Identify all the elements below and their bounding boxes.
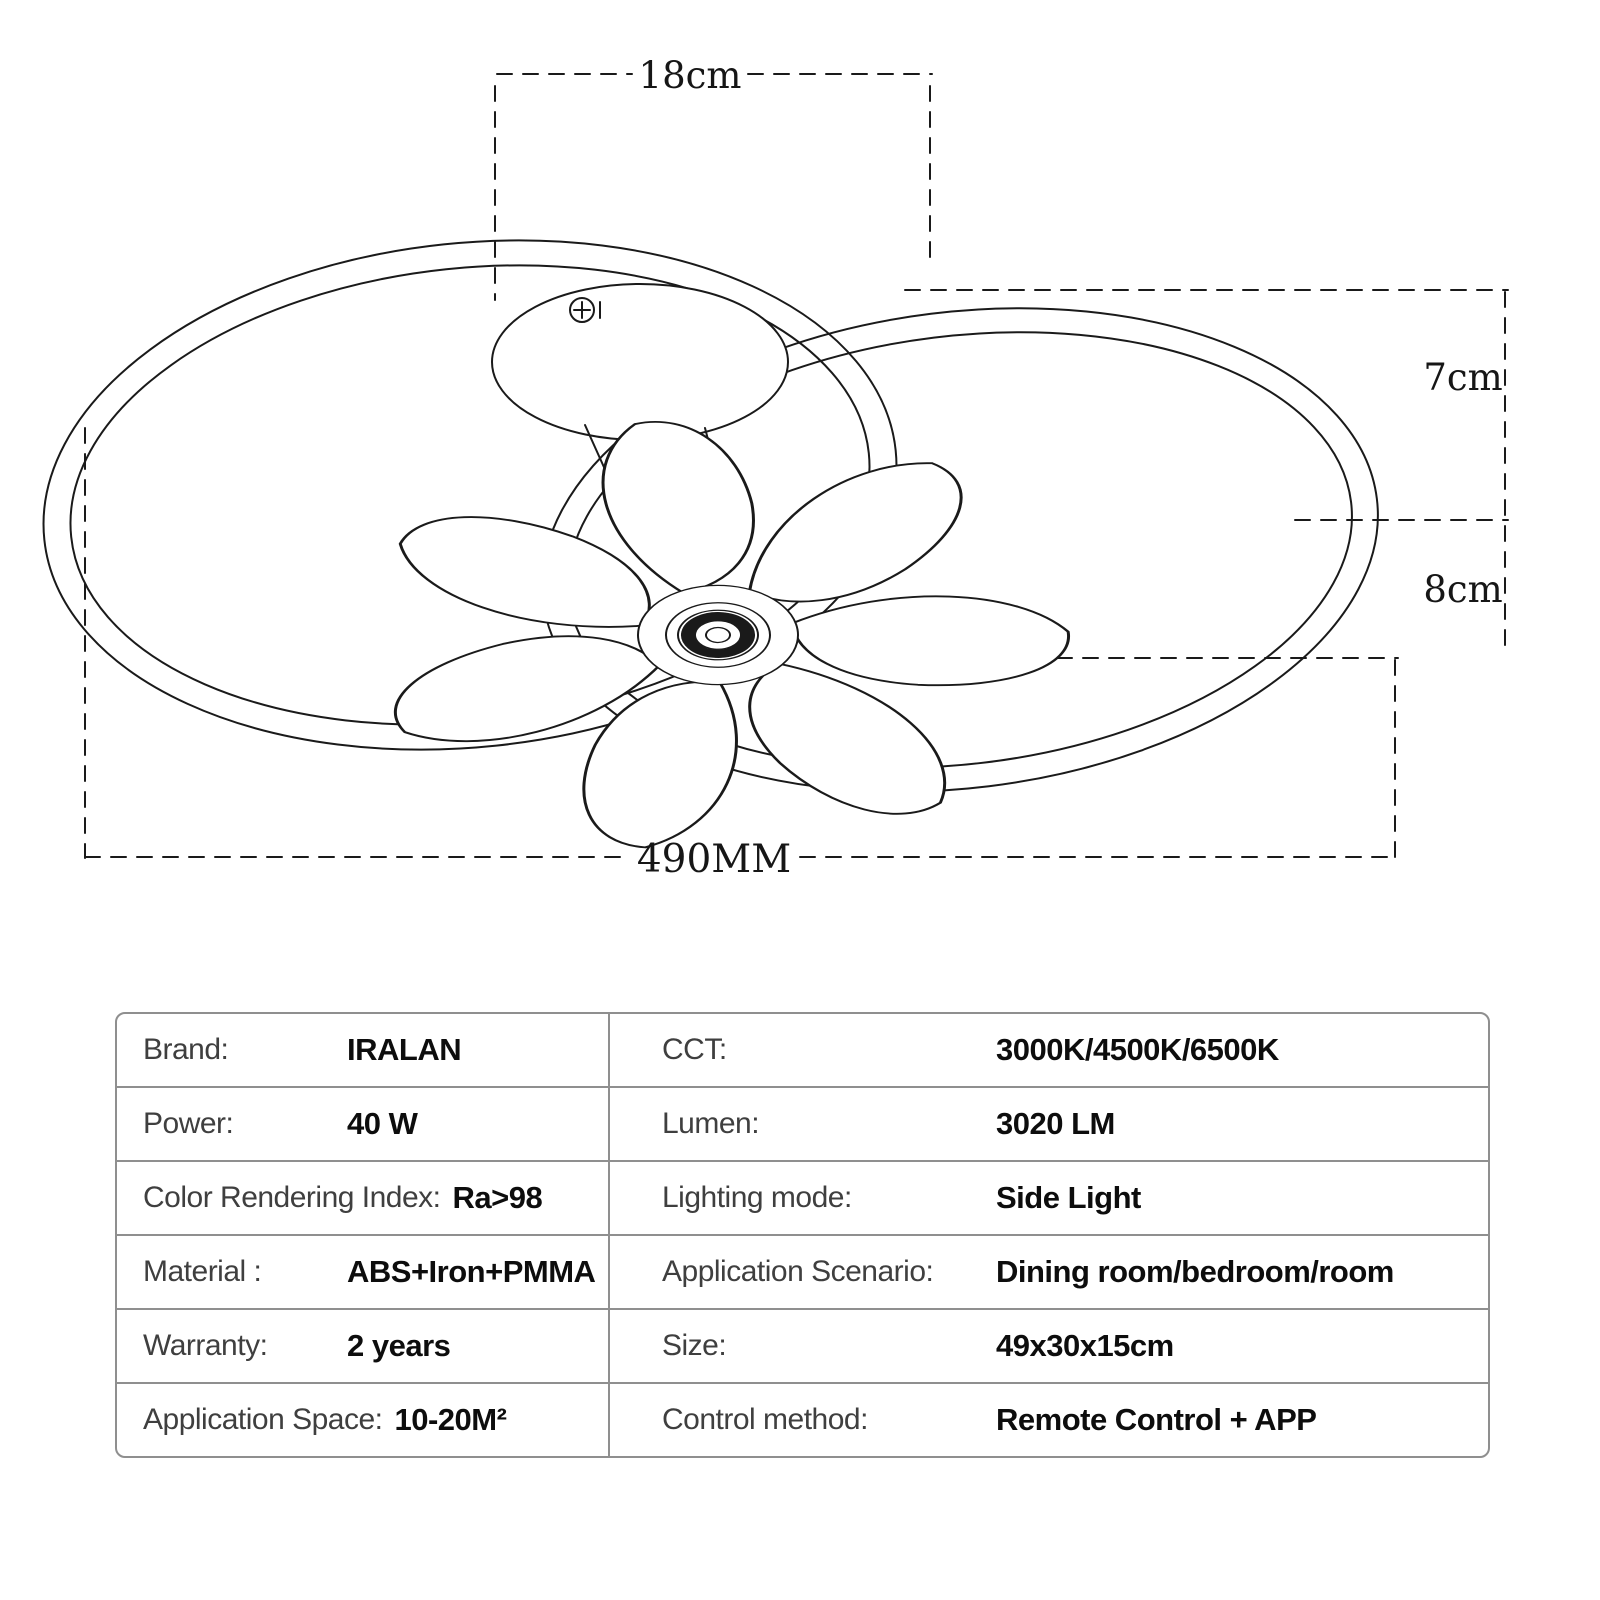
dimension-ring-height-label: 7cm xyxy=(1423,356,1502,399)
spec-value: 3020 LM xyxy=(996,1106,1115,1141)
spec-label: Control method: xyxy=(662,1403,868,1436)
spec-cell-brand: Brand: IRALAN xyxy=(117,1014,610,1086)
dimension-top-width-label: 18cm xyxy=(639,54,742,97)
spec-cell-application-space: Application Space: 10-20M² xyxy=(117,1384,610,1456)
fan-blades xyxy=(393,420,1070,849)
table-row: Brand: IRALAN CCT: 3000K/4500K/6500K xyxy=(117,1014,1488,1086)
spec-label: Application Space: xyxy=(143,1403,383,1436)
spec-label: Warranty: xyxy=(143,1329,268,1362)
spec-cell-cct: CCT: 3000K/4500K/6500K xyxy=(610,1014,1488,1086)
spec-cell-control-method: Control method: Remote Control + APP xyxy=(610,1384,1488,1456)
spec-value: 3000K/4500K/6500K xyxy=(996,1032,1279,1067)
table-row: Power: 40 W Lumen: 3020 LM xyxy=(117,1086,1488,1160)
fan-technical-diagram: 18cm 7cm 8cm 490MM xyxy=(42,54,1509,882)
spec-cell-power: Power: 40 W xyxy=(117,1088,610,1160)
spec-cell-material: Material : ABS+Iron+PMMA xyxy=(117,1236,610,1308)
spec-label: Lighting mode: xyxy=(662,1181,852,1214)
spec-value: 40 W xyxy=(347,1106,418,1141)
spec-label: Brand: xyxy=(143,1033,229,1066)
spec-table: Brand: IRALAN CCT: 3000K/4500K/6500K Pow… xyxy=(115,1012,1490,1458)
spec-label: Power: xyxy=(143,1107,234,1140)
table-row: Color Rendering Index: Ra>98 Lighting mo… xyxy=(117,1160,1488,1234)
spec-value: Dining room/bedroom/room xyxy=(996,1254,1394,1289)
spec-cell-application-scenario: Application Scenario: Dining room/bedroo… xyxy=(610,1236,1488,1308)
table-row: Warranty: 2 years Size: 49x30x15cm xyxy=(117,1308,1488,1382)
spec-label: Lumen: xyxy=(662,1107,760,1140)
spec-value: Remote Control + APP xyxy=(996,1402,1317,1437)
spec-cell-cri: Color Rendering Index: Ra>98 xyxy=(117,1162,610,1234)
fan-hub xyxy=(637,584,799,686)
dimension-body-height-label: 8cm xyxy=(1423,568,1502,611)
spec-label: Material : xyxy=(143,1255,262,1288)
dimension-total-width-label: 490MM xyxy=(637,837,791,882)
table-row: Material : ABS+Iron+PMMA Application Sce… xyxy=(117,1234,1488,1308)
spec-label: CCT: xyxy=(662,1033,727,1066)
spec-value: Side Light xyxy=(996,1180,1141,1215)
spec-cell-lumen: Lumen: 3020 LM xyxy=(610,1088,1488,1160)
spec-label: Application Scenario: xyxy=(662,1255,934,1288)
spec-cell-size: Size: 49x30x15cm xyxy=(610,1310,1488,1382)
spec-cell-lighting-mode: Lighting mode: Side Light xyxy=(610,1162,1488,1234)
spec-value: ABS+Iron+PMMA xyxy=(347,1254,596,1289)
spec-value: 49x30x15cm xyxy=(996,1328,1174,1363)
spec-label: Color Rendering Index: xyxy=(143,1181,441,1214)
spec-value: Ra>98 xyxy=(452,1180,543,1215)
table-row: Application Space: 10-20M² Control metho… xyxy=(117,1382,1488,1456)
spec-value: 10-20M² xyxy=(394,1402,507,1437)
spec-label: Size: xyxy=(662,1329,727,1362)
spec-value: IRALAN xyxy=(347,1032,462,1067)
screw-icon xyxy=(569,297,601,323)
spec-value: 2 years xyxy=(347,1328,451,1363)
spec-cell-warranty: Warranty: 2 years xyxy=(117,1310,610,1382)
